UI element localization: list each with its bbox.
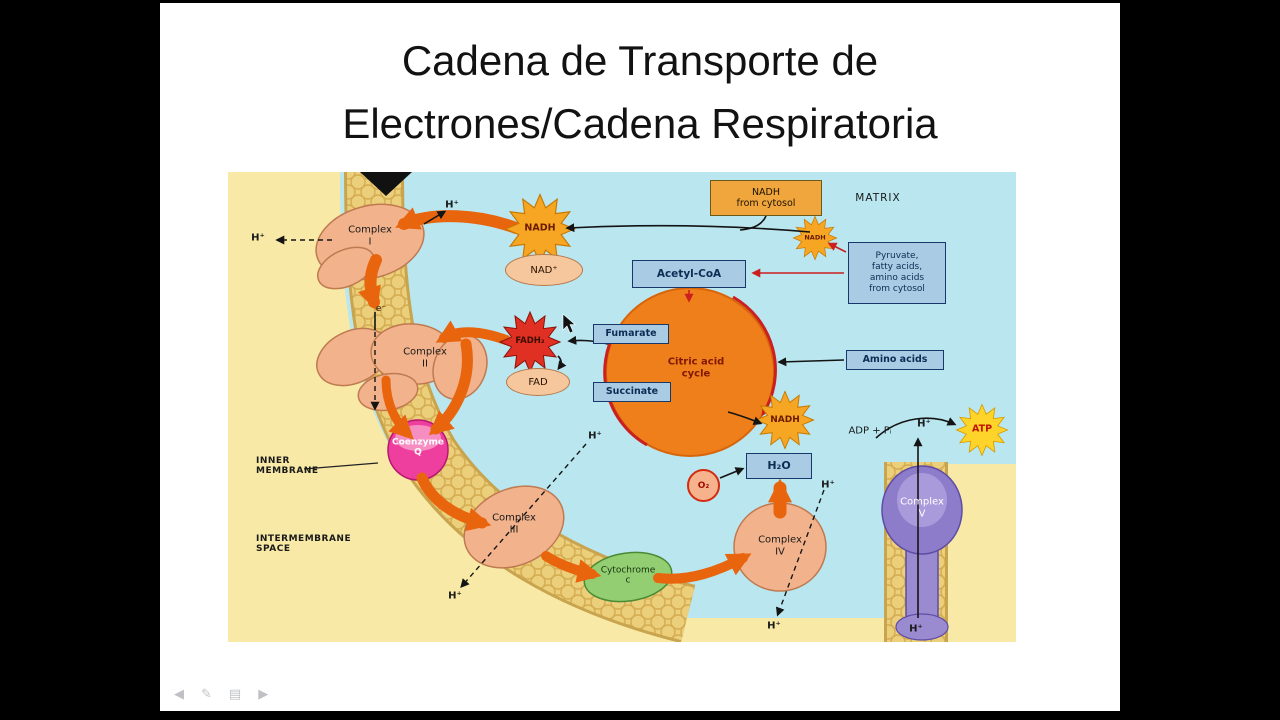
slide-callout-wedge: [360, 172, 412, 196]
etc-diagram: NADH from cytosol Pyruvate, fatty acids,…: [228, 172, 1016, 642]
slide-navigator-icon[interactable]: ▤: [228, 687, 242, 702]
complex-3-label: Complex III: [492, 512, 536, 536]
intermembrane-region: [228, 172, 1016, 642]
slide-title: Cadena de Transporte de Electrones/Caden…: [160, 29, 1120, 155]
h-plus-label-left: H⁺: [251, 232, 265, 244]
slide: Cadena de Transporte de Electrones/Caden…: [160, 3, 1120, 711]
cytochrome-c-label: Cytochrome c: [600, 565, 656, 586]
presenter-toolbar: ◀ ✎ ▤ ▶: [174, 687, 268, 702]
pen-icon[interactable]: ✎: [201, 687, 212, 702]
complex-1-label: Complex I: [348, 224, 392, 248]
nadh-mid-starburst-label: NADH: [770, 414, 800, 425]
h-plus-label-matrix-c5: H⁺: [917, 418, 931, 430]
next-slide-icon[interactable]: ▶: [258, 687, 269, 702]
slide-title-line2: Electrones/Cadena Respiratoria: [342, 100, 938, 147]
nadh-small-starburst-label: NADH: [804, 233, 826, 242]
matrix-label: MATRIX: [855, 191, 901, 204]
h2o-box: H₂O: [746, 453, 812, 479]
cytochrome-c-shape: [583, 551, 673, 603]
complex-5-label: Complex V: [900, 496, 944, 520]
h-plus-label-matrix-c4: H⁺: [821, 479, 835, 491]
o2-circle: O₂: [687, 469, 720, 502]
black-arrows: [374, 210, 957, 618]
h-plus-label-ims-c3: H⁺: [448, 590, 462, 602]
inner-membrane-pointer-line: [303, 462, 379, 470]
mouse-cursor: [562, 313, 576, 334]
red-arrows: [684, 242, 847, 303]
pyruvate-box: Pyruvate, fatty acids, amino acids from …: [848, 242, 946, 304]
acetyl-coa-box: Acetyl-CoA: [632, 260, 746, 288]
intermembrane-space-label: INTERMEMBRANE SPACE: [256, 534, 352, 555]
citric-acid-cycle-label: Citric acid cycle: [667, 356, 725, 380]
fad-oval: FAD: [506, 368, 570, 396]
fumarate-box: Fumarate: [593, 324, 669, 344]
complex-4-label: Complex IV: [758, 534, 802, 558]
h-plus-label-top: H⁺: [445, 199, 459, 211]
proton-dashed-arrows: [275, 235, 825, 617]
h-plus-label-ims-c5: H⁺: [909, 623, 923, 635]
succinate-box: Succinate: [593, 382, 671, 402]
slide-title-line1: Cadena de Transporte de: [401, 37, 879, 84]
nadh-starburst-label: NADH: [524, 222, 556, 234]
adp-pi-label: ADP + Pᵢ: [848, 425, 892, 437]
inner-membrane-label: INNER MEMBRANE: [256, 456, 319, 477]
previous-slide-icon[interactable]: ◀: [174, 687, 184, 702]
complex-2-label: Complex II: [403, 346, 447, 370]
atp-starburst-label: ATP: [971, 423, 993, 435]
coenzyme-q-label: Coenzyme Q: [392, 437, 444, 458]
nadh-from-cytosol-box: NADH from cytosol: [710, 180, 822, 216]
electron-flow-arrows: [358, 207, 792, 584]
nad-plus-oval: NAD⁺: [505, 254, 583, 286]
complex-5-shape: [881, 465, 963, 641]
h-plus-label-matrix-c3: H⁺: [588, 430, 602, 442]
amino-acids-box: Amino acids: [846, 350, 944, 370]
fadh2-starburst-label: FADH₂: [515, 336, 545, 347]
e-minus-label: e⁻: [375, 303, 387, 314]
h-plus-label-ims-c4: H⁺: [767, 620, 781, 632]
